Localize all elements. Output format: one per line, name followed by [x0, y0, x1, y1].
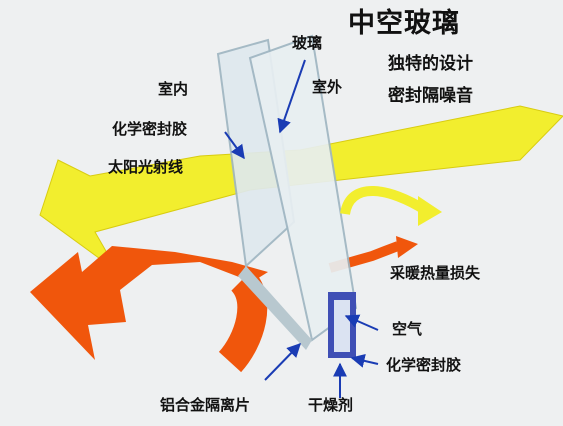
- label-spacer: 铝合金隔离片: [160, 396, 251, 414]
- pointer-spacer: [264, 342, 301, 381]
- pointer-glass: [277, 59, 306, 134]
- label-outdoor: 室外: [312, 78, 343, 96]
- subtitle-line-1: 独特的设计: [388, 54, 473, 74]
- pointer-sealant-top: [224, 131, 245, 160]
- label-air: 空气: [392, 320, 423, 338]
- label-heat-loss: 采暖热量损失: [390, 264, 481, 282]
- label-sealant-bottom: 化学密封胶: [386, 356, 462, 374]
- frame-bottom: [238, 266, 312, 350]
- label-glass: 玻璃: [292, 34, 323, 52]
- page-title: 中空玻璃: [348, 8, 460, 39]
- heat-loss-flow: [30, 246, 268, 360]
- label-sealant-top: 化学密封胶: [112, 120, 188, 138]
- pointer-sealant-bottom: [350, 354, 379, 368]
- subtitle-line-2: 密封隔噪音: [388, 86, 473, 106]
- reflection-arrow: [340, 186, 428, 216]
- heat-loss-curve: [218, 269, 268, 373]
- label-desiccant: 干燥剂: [308, 396, 354, 414]
- label-indoor: 室内: [158, 80, 189, 98]
- label-sunlight: 太阳光射线: [108, 158, 184, 176]
- reflection-arrowhead: [418, 196, 442, 226]
- heat-loss-small-arrowhead: [396, 236, 418, 258]
- desiccant-fill: [334, 300, 350, 352]
- pointer-air: [344, 314, 379, 331]
